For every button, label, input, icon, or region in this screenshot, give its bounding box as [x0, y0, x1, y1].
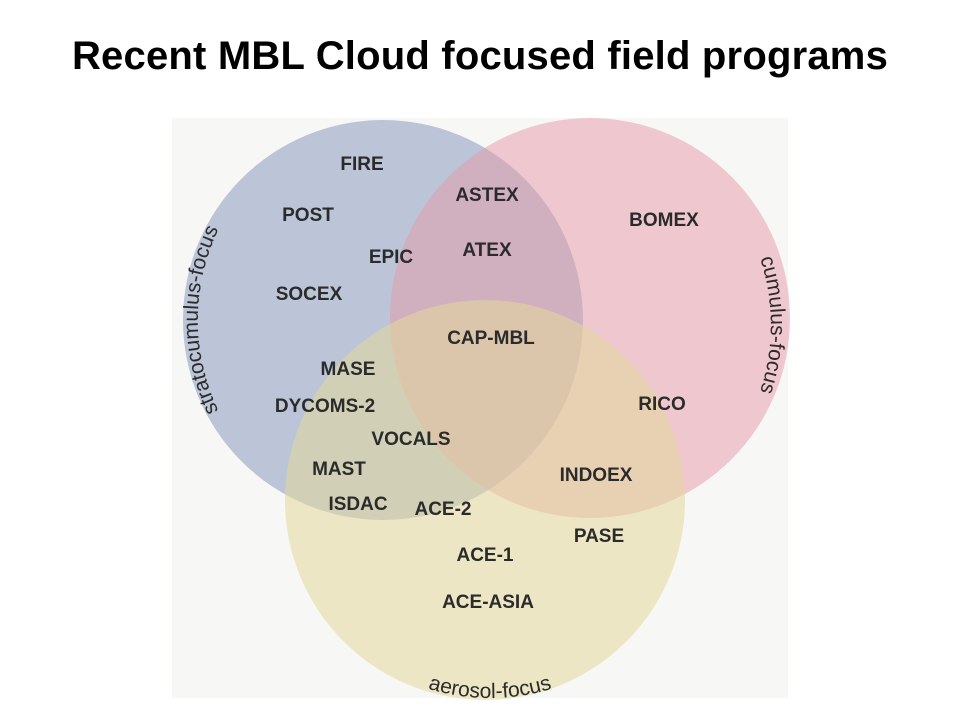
program-ace-asia: ACE-ASIA	[442, 592, 534, 613]
program-ace-1: ACE-1	[456, 545, 513, 566]
program-indoex: INDOEX	[560, 465, 633, 486]
program-pase: PASE	[574, 526, 624, 547]
slide-title: Recent MBL Cloud focused field programs	[71, 34, 889, 78]
program-fire: FIRE	[340, 154, 383, 175]
program-mase: MASE	[321, 359, 376, 380]
program-epic: EPIC	[369, 247, 414, 268]
program-cap-mbl: CAP-MBL	[447, 328, 535, 349]
program-astex: ASTEX	[455, 185, 519, 206]
program-bomex: BOMEX	[629, 210, 699, 231]
program-socex: SOCEX	[276, 284, 343, 305]
program-isdac: ISDAC	[328, 494, 387, 515]
program-rico: RICO	[638, 394, 686, 415]
program-ace-2: ACE-2	[414, 499, 471, 520]
program-atex: ATEX	[462, 240, 512, 261]
program-dycoms-2: DYCOMS-2	[275, 396, 375, 417]
program-mast: MAST	[312, 459, 366, 480]
aerosol-circle	[285, 300, 685, 700]
program-post: POST	[282, 205, 334, 226]
program-vocals: VOCALS	[371, 429, 450, 450]
